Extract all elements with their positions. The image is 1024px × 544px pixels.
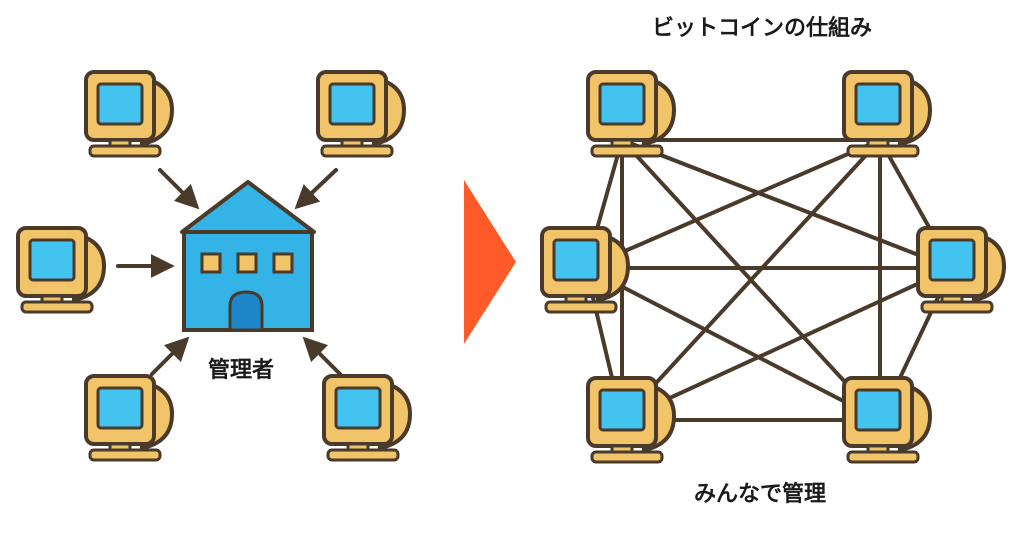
- left-monitor-middle-left-icon: [16, 226, 106, 314]
- left-monitor-bottom-right-icon: [322, 374, 412, 462]
- arrow-top-left: [158, 168, 200, 210]
- transition-arrow: [464, 180, 516, 344]
- right-monitor-bottom-left-icon: [586, 376, 676, 464]
- right-monitor-bottom-right-icon: [842, 376, 932, 464]
- building-icon: [180, 180, 316, 332]
- diagram-title: ビットコインの仕組み: [652, 16, 873, 41]
- arrow-bottom-right: [302, 336, 342, 376]
- central-arrows: [116, 168, 342, 376]
- left-monitor-top-left-icon: [84, 70, 174, 158]
- right-monitor-top-left-icon: [586, 70, 676, 158]
- link-ml-br: [584, 266, 882, 422]
- right-monitor-middle-right-icon: [916, 226, 1006, 314]
- left-monitor-bottom-left-icon: [84, 374, 174, 462]
- right-monitor-middle-left-icon: [540, 226, 630, 314]
- everyone-label: みんなで管理: [694, 482, 827, 507]
- link-tr-bl: [620, 138, 882, 422]
- admin-label: 管理者: [208, 358, 275, 383]
- right-monitor-top-right-icon: [842, 70, 932, 158]
- link-mr-bl: [620, 266, 954, 422]
- left-monitor-top-right-icon: [316, 70, 406, 158]
- link-tl-mr: [620, 138, 954, 270]
- arrow-top-right: [294, 168, 338, 210]
- arrow-bottom-left: [150, 336, 190, 376]
- monitors: [16, 70, 1006, 464]
- link-tr-ml: [584, 138, 882, 270]
